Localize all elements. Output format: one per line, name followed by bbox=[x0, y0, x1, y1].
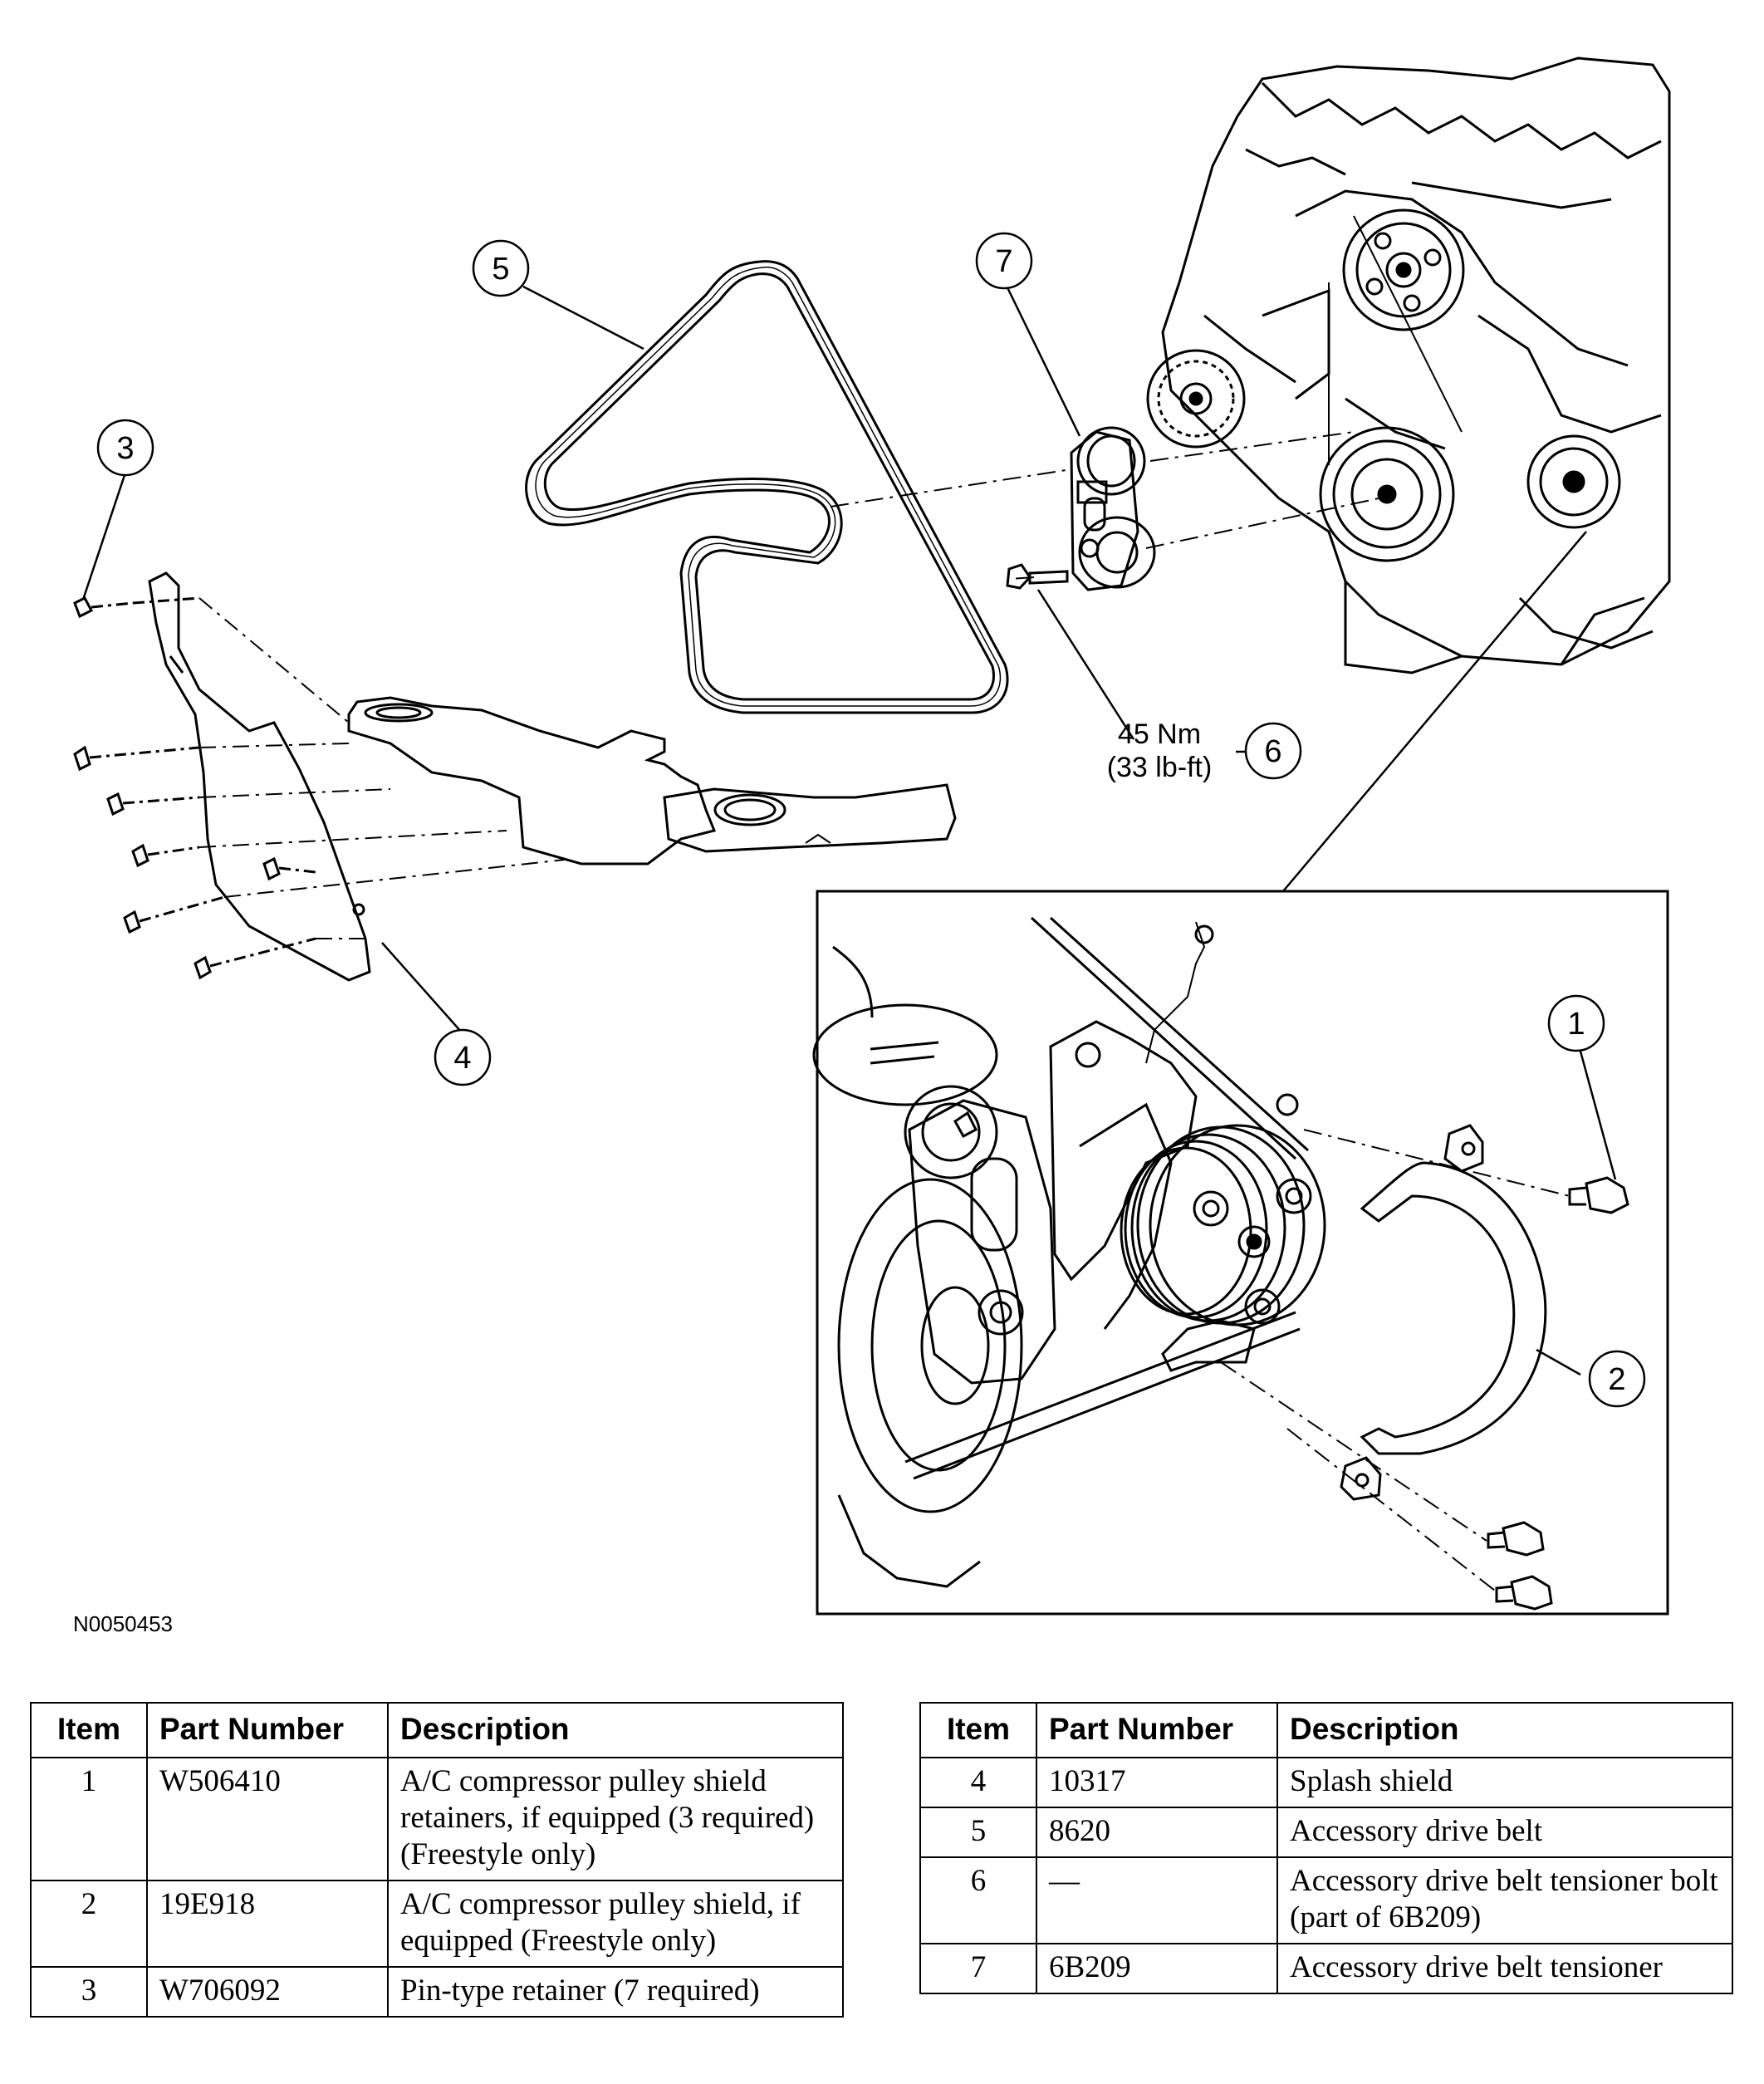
parts-table-right: Item Part Number Description 4 10317 Spl… bbox=[919, 1702, 1733, 1994]
table-row: 5 8620 Accessory drive belt bbox=[919, 1807, 1733, 1858]
splash-shield bbox=[148, 571, 371, 982]
callout-circle-4 bbox=[434, 1028, 492, 1086]
header-part-number: Part Number bbox=[146, 1702, 389, 1758]
belt-tensioner bbox=[1070, 426, 1156, 591]
table-row: 4 10317 Splash shield bbox=[919, 1757, 1733, 1808]
alignment-lines bbox=[830, 431, 1379, 580]
callout-circle-2 bbox=[1588, 1350, 1646, 1408]
parts-table-left: Item Part Number Description 1 W506410 A… bbox=[30, 1702, 844, 2018]
cell-item: 3 bbox=[30, 1966, 148, 2018]
cell-item: 7 bbox=[919, 1943, 1037, 1994]
cell-part-number: 19E918 bbox=[146, 1880, 389, 1968]
table-header-row: Item Part Number Description bbox=[30, 1702, 844, 1758]
tensioner-bolt bbox=[1006, 563, 1069, 590]
torque-metric: 45 Nm bbox=[1118, 718, 1201, 750]
callout-label-2: 2 bbox=[1608, 1362, 1625, 1397]
cell-item: 4 bbox=[919, 1757, 1037, 1808]
callout-label-3: 3 bbox=[116, 431, 134, 466]
engine-assembly bbox=[1146, 56, 1671, 674]
cell-item: 1 bbox=[30, 1757, 148, 1881]
callout-circle-5 bbox=[472, 239, 530, 297]
cell-description: Accessory drive belt bbox=[1276, 1807, 1733, 1858]
callout-circle-7 bbox=[975, 232, 1033, 290]
cell-item: 6 bbox=[919, 1856, 1037, 1944]
accessory-drive-belt bbox=[525, 260, 1009, 714]
cell-item: 2 bbox=[30, 1880, 148, 1968]
cell-part-number: — bbox=[1036, 1856, 1278, 1944]
callout-label-6: 6 bbox=[1264, 734, 1281, 769]
figure-id: N0050453 bbox=[73, 1611, 173, 1636]
cell-description: Splash shield bbox=[1276, 1757, 1733, 1808]
header-item: Item bbox=[30, 1702, 148, 1758]
inset-detail bbox=[812, 890, 1669, 1616]
cell-part-number: W506410 bbox=[146, 1757, 389, 1881]
callout-circle-1 bbox=[1547, 994, 1605, 1052]
callout-label-1: 1 bbox=[1567, 1007, 1585, 1042]
header-part-number: Part Number bbox=[1036, 1702, 1278, 1758]
table-row: 2 19E918 A/C compressor pulley shield, i… bbox=[30, 1880, 844, 1968]
cell-description: Accessory drive belt tensioner bbox=[1276, 1943, 1733, 1994]
cell-part-number: 8620 bbox=[1036, 1807, 1278, 1858]
table-row: 7 6B209 Accessory drive belt tensioner bbox=[919, 1943, 1733, 1994]
callout-circle-3 bbox=[96, 419, 154, 477]
table-row: 1 W506410 A/C compressor pulley shield r… bbox=[30, 1757, 844, 1881]
table-row: 6 — Accessory drive belt tensioner bolt … bbox=[919, 1856, 1733, 1944]
cell-description: A/C compressor pulley shield, if equippe… bbox=[387, 1880, 844, 1968]
header-description: Description bbox=[1276, 1702, 1733, 1758]
cell-part-number: 6B209 bbox=[1036, 1943, 1278, 1994]
cell-item: 5 bbox=[919, 1807, 1037, 1858]
torque-imperial: (33 lb-ft) bbox=[1107, 752, 1213, 783]
cell-description: Pin-type retainer (7 required) bbox=[387, 1966, 844, 2018]
pin-retainers bbox=[73, 596, 566, 980]
callout-label-4: 4 bbox=[453, 1041, 471, 1076]
callout-label-5: 5 bbox=[492, 252, 509, 287]
callout-label-7: 7 bbox=[995, 244, 1012, 279]
header-description: Description bbox=[387, 1702, 844, 1758]
cell-description: A/C compressor pulley shield retainers, … bbox=[387, 1757, 844, 1881]
header-item: Item bbox=[919, 1702, 1037, 1758]
cell-part-number: W706092 bbox=[146, 1966, 389, 2018]
table-row: 3 W706092 Pin-type retainer (7 required) bbox=[30, 1966, 844, 2018]
cell-part-number: 10317 bbox=[1036, 1757, 1278, 1808]
table-header-row: Item Part Number Description bbox=[919, 1702, 1733, 1758]
cell-description: Accessory drive belt tensioner bolt (par… bbox=[1276, 1856, 1733, 1944]
callout-circle-6 bbox=[1244, 722, 1302, 780]
mounting-bracket bbox=[347, 696, 957, 865]
